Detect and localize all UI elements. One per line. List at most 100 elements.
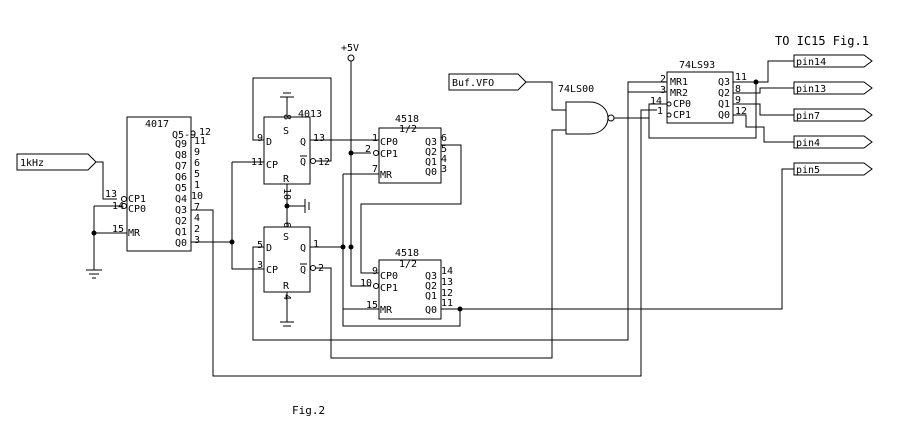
out-label-4518b-q0: Q0 — [425, 305, 437, 316]
pin-num-4518b-10: 10 — [360, 278, 372, 289]
pin-num-93-1: 1 — [657, 106, 663, 117]
pin-label-4017-mr: MR — [128, 228, 141, 239]
out-num-3: 3 — [194, 235, 200, 246]
ff1-qn-num: 12 — [318, 157, 330, 168]
out-label-q6: Q6 — [175, 172, 187, 183]
out-label-4518b-q3: Q3 — [425, 271, 437, 282]
output-pin13-label: pin13 — [796, 84, 826, 95]
pin-label-93-mr2: MR2 — [670, 88, 688, 99]
output-pin14-label: pin14 — [796, 57, 826, 68]
out-num-4518b-13: 13 — [441, 277, 453, 288]
pin-label-93-cp0: CP0 — [673, 99, 691, 110]
output-pin7-connector — [793, 108, 873, 122]
pin-label-4518b-cp1: CP1 — [380, 283, 398, 294]
out-num-4518a-6: 6 — [441, 133, 447, 144]
wire-q1-to-pin7 — [733, 103, 794, 116]
bubble-4017-cp1 — [121, 196, 127, 202]
out-num-4518b-12: 12 — [441, 288, 453, 299]
ff2-d-num: 5 — [257, 240, 263, 251]
pin-num-4017-13: 13 — [105, 189, 117, 200]
ff1-cp-num: 11 — [251, 157, 263, 168]
bubble-ff2-qn — [310, 265, 316, 271]
ff2-s-num: 6 — [281, 222, 292, 228]
out-label-93-q3: Q3 — [718, 77, 730, 88]
ic-4518b-half: 1/2 — [399, 259, 417, 270]
out-num-93-8: 8 — [735, 84, 741, 95]
out-label-93-q2: Q2 — [718, 88, 730, 99]
output-pin4-connector — [793, 135, 873, 149]
ff2-r-label: R — [283, 281, 290, 292]
bubble-93-cp0 — [666, 101, 672, 107]
ic-4518a-name: 4518 — [395, 114, 419, 125]
out-num-4518a-5: 5 — [441, 144, 447, 155]
wire-q3-feedback — [648, 82, 757, 139]
ic-4518a-body — [378, 127, 442, 184]
out-label-4518a-q2: Q2 — [425, 147, 437, 158]
out-num-6: 6 — [194, 158, 200, 169]
title-label: TO IC15 Fig.1 — [775, 34, 869, 48]
power-terminal — [347, 54, 355, 62]
nand-gate-body — [565, 101, 609, 135]
out-label-4518a-q0: Q0 — [425, 167, 437, 178]
bubble-4017-cp0 — [121, 203, 127, 209]
junction-4017-mr — [91, 230, 97, 236]
ic-4017-name: 4017 — [145, 119, 169, 130]
ic-4518b-name: 4518 — [395, 248, 419, 259]
out-num-7: 7 — [194, 202, 200, 213]
wire-ff2-qn-to-nand — [316, 129, 566, 359]
ic-74ls00-name: 74LS00 — [558, 84, 594, 95]
pin-num-93-2: 2 — [660, 74, 666, 85]
out-num-12: 12 — [199, 127, 211, 138]
out-num-4518a-3: 3 — [441, 164, 447, 175]
pin-num-4518b-9: 9 — [372, 266, 378, 277]
ic-4017-outputs: Q5-9 12 Q9 11 Q8 9 Q7 6 Q6 5 Q5 1 Q4 10 … — [172, 127, 211, 249]
ff1-r-label: R — [283, 174, 290, 185]
out-label-q5: Q5 — [175, 183, 187, 194]
out-label-q3: Q3 — [175, 205, 187, 216]
out-label-q4: Q4 — [175, 194, 187, 205]
wire-ff1-feedback — [252, 77, 332, 162]
wire-nand-to-cp0 — [648, 103, 667, 118]
figure-caption: Fig.2 — [292, 404, 325, 417]
out-label-q9: Q9 — [175, 139, 187, 150]
out-label-q1: Q1 — [175, 227, 187, 238]
out-num-93-12: 12 — [735, 106, 747, 117]
out-label-q8: Q8 — [175, 150, 187, 161]
ff2-q-num: 1 — [313, 239, 319, 250]
pin-label-4518a-cp0: CP0 — [380, 137, 398, 148]
pin-label-93-cp1: CP1 — [673, 110, 691, 121]
ff1-q-num: 13 — [313, 133, 325, 144]
ff1-s-num: 8 — [281, 114, 292, 120]
pin-label-4518a-mr: MR — [380, 170, 393, 181]
wire-4017-q3-to-74ls93-cp1 — [191, 109, 657, 377]
ff2-q-label: Q — [300, 243, 306, 254]
pin-label-4518b-mr: MR — [380, 305, 393, 316]
out-num-93-9: 9 — [735, 95, 741, 106]
pin-label-4518b-cp0: CP0 — [380, 271, 398, 282]
out-num-93-11: 11 — [735, 72, 747, 83]
bubble-4017-q5-9 — [190, 130, 196, 136]
out-label-4518b-q1: Q1 — [425, 291, 437, 302]
ff2-qn-label: Q — [300, 265, 306, 276]
ff1-d-num: 9 — [257, 133, 263, 144]
out-label-4518a-q1: Q1 — [425, 157, 437, 168]
pin-num-4518b-15: 15 — [366, 300, 378, 311]
pin-num-4518a-7: 7 — [372, 164, 378, 175]
bubble-4518a-cp1 — [373, 150, 379, 156]
out-num-4518b-14: 14 — [441, 266, 453, 277]
out-num-4518b-11: 11 — [441, 298, 453, 309]
out-num-11: 11 — [194, 136, 206, 147]
ic-4518b-body — [378, 259, 442, 320]
junction-power-b — [348, 244, 354, 250]
junction-power-a — [348, 150, 354, 156]
wire-q3-to-pin14 — [756, 60, 794, 83]
output-pin5-connector — [793, 162, 873, 176]
wire-clock-to-4017 — [96, 161, 117, 200]
out-label-q0: Q0 — [175, 238, 187, 249]
out-label-4518a-q3: Q3 — [425, 137, 437, 148]
wire-vfo-to-nand — [526, 81, 566, 111]
output-pin7-label: pin7 — [796, 111, 820, 122]
out-num-4518a-4: 4 — [441, 154, 447, 165]
